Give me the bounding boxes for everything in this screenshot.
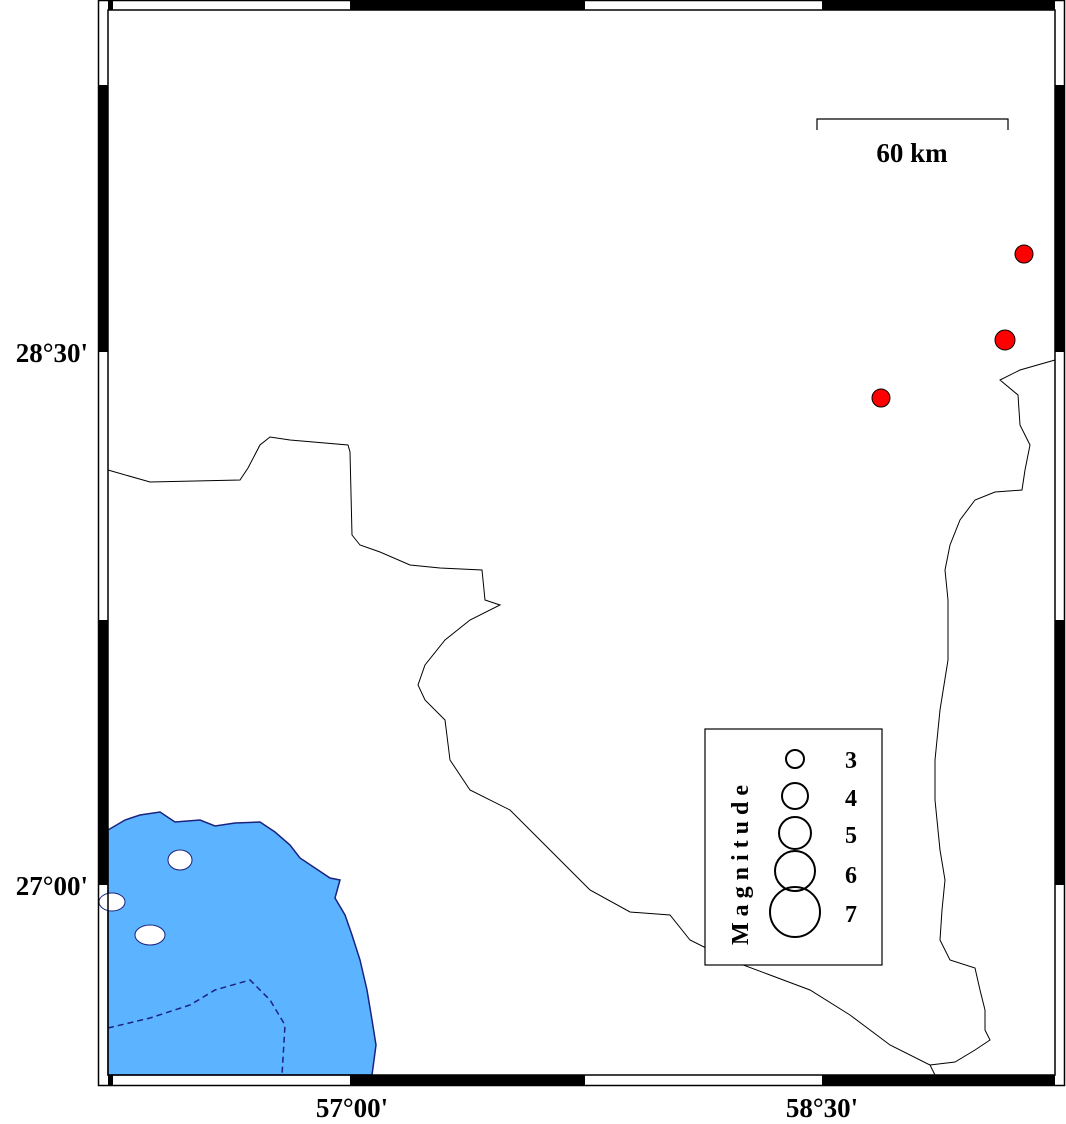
legend-title: Magnitude bbox=[728, 779, 754, 945]
latitude-label: 28°30' bbox=[16, 338, 88, 368]
island bbox=[167, 849, 193, 871]
legend-circle-6 bbox=[774, 850, 816, 892]
island bbox=[98, 892, 126, 912]
longitude-label: 58°30' bbox=[786, 1093, 858, 1123]
earthquake-event-marker[interactable] bbox=[1014, 244, 1034, 264]
sea-area bbox=[107, 811, 377, 1076]
legend-circle-4 bbox=[781, 782, 809, 810]
legend-label: 6 bbox=[845, 863, 857, 889]
legend-label: 4 bbox=[845, 786, 857, 812]
longitude-label: 57°00' bbox=[316, 1093, 388, 1123]
legend-circle-3 bbox=[785, 749, 805, 769]
earthquake-event-marker[interactable] bbox=[871, 388, 891, 408]
map-frame bbox=[97, 0, 1066, 1087]
scale-bar-label: 60 km bbox=[876, 138, 948, 168]
latitude-label: 27°00' bbox=[16, 871, 88, 901]
island bbox=[134, 924, 166, 946]
legend-circle-5 bbox=[778, 816, 812, 850]
scale-bar: 60 km bbox=[816, 118, 1009, 168]
bathymetry-dashed-line bbox=[107, 979, 286, 1076]
legend-circle-7 bbox=[769, 886, 821, 938]
province-border bbox=[929, 359, 1056, 1066]
earthquake-event-marker[interactable] bbox=[994, 329, 1016, 351]
magnitude-legend: Magnitude 3 4 5 6 7 bbox=[704, 728, 883, 966]
legend-label: 7 bbox=[845, 902, 857, 928]
legend-label: 5 bbox=[845, 823, 857, 849]
legend-label: 3 bbox=[845, 748, 857, 774]
